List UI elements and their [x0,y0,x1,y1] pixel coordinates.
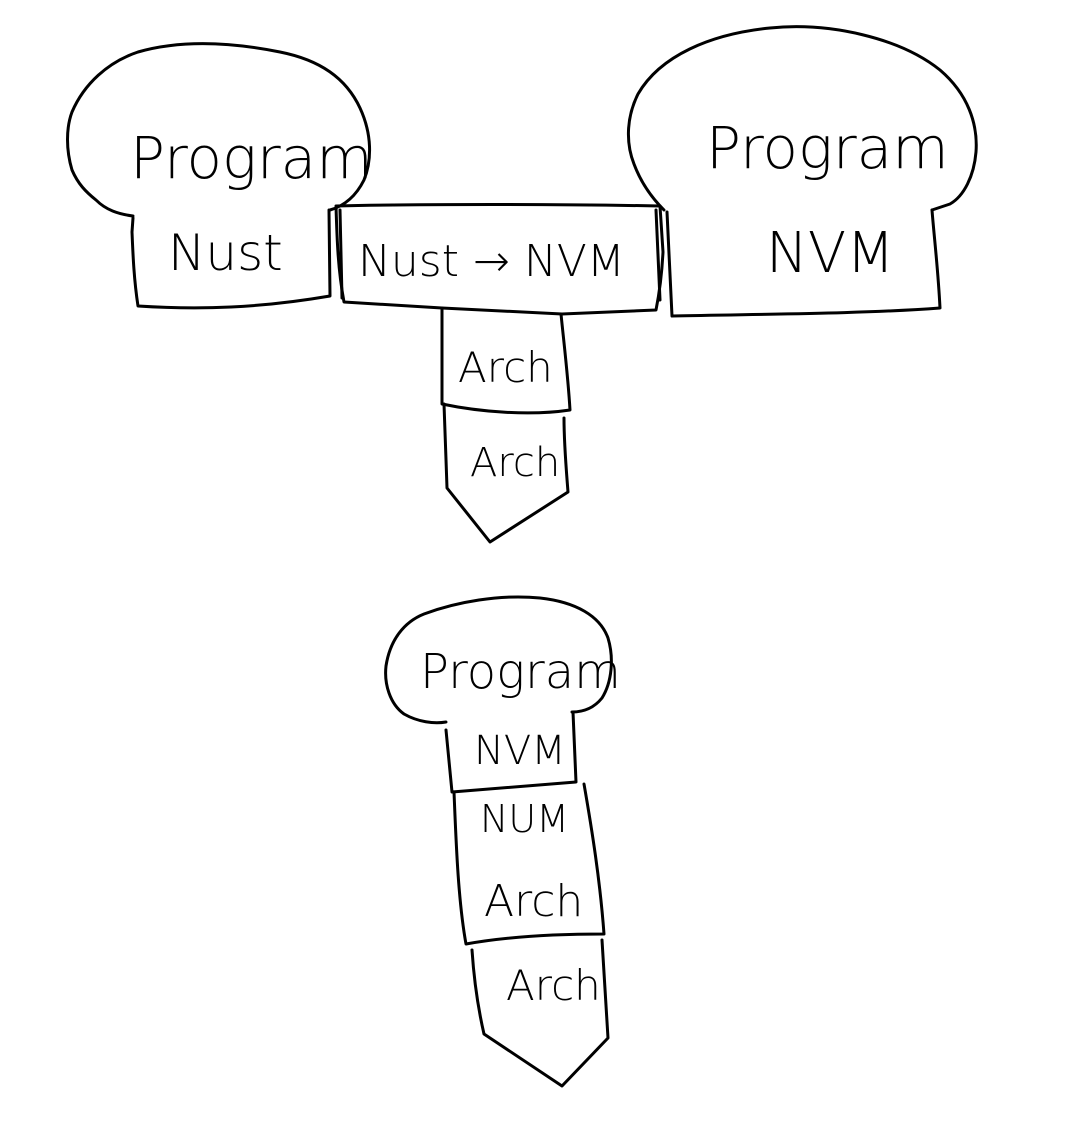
top-left-base-label: Nust [168,224,283,282]
upper-arch-label: Arch [458,343,553,392]
top-left-cap-outline [66,42,372,218]
bottom-layer3-label: Arch [484,876,583,927]
bridge-outline [334,203,665,316]
bottom-cap-outline [384,595,613,725]
top-right-base-outline [665,208,942,318]
top-left-base-outline [130,208,332,310]
bridge-outline-double [338,208,662,302]
upper-arch-outline [440,306,572,415]
bottom-layer2-label: NUM [480,797,569,841]
bottom-layer2-3-outline [452,782,606,946]
bridge-label: Nust → NVM [358,236,625,287]
top-left-cap-label: Program [130,124,373,192]
bottom-tip-outline [470,938,610,1088]
top-left-program-block: Program Nust [66,42,373,310]
bottom-layer1-outline [444,710,578,794]
top-right-base-label: NVM [766,221,895,286]
top-right-cap-outline [626,25,978,212]
bottom-tip-label: Arch [506,961,601,1010]
top-middle-bridge-block: Nust → NVM Arch Arch [334,203,665,544]
bottom-layer1-label: NVM [474,728,566,774]
top-right-program-block: Program NVM [626,25,978,318]
lower-arch-label: Arch [470,440,560,486]
bottom-stack-block: Program NVM NUM Arch Arch [384,595,621,1088]
lower-arch-outline [442,402,570,544]
top-right-cap-label: Program [706,114,949,182]
bottom-cap-label: Program [420,644,621,700]
